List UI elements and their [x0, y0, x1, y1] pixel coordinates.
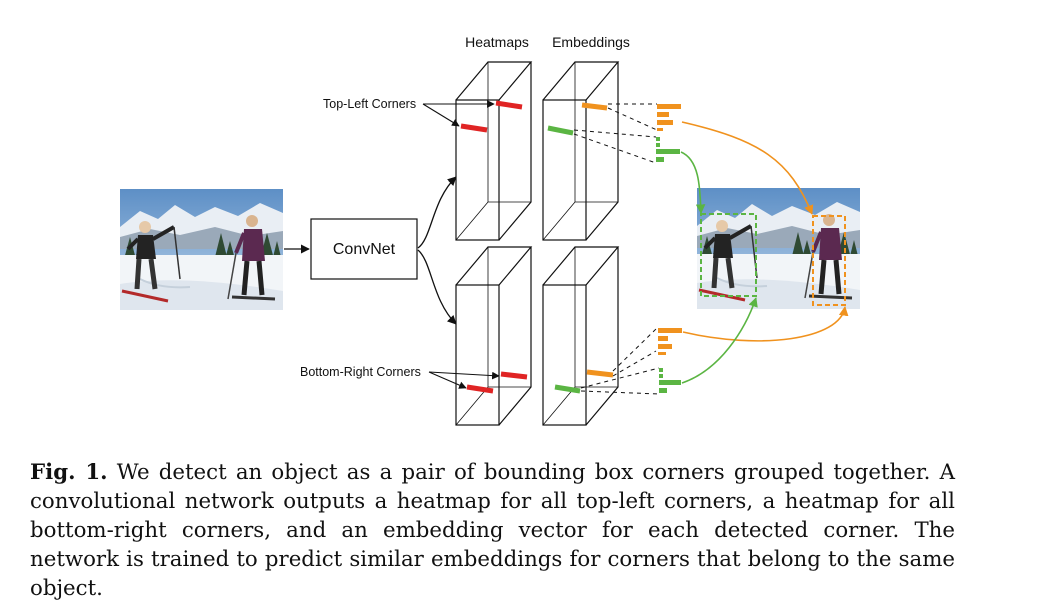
convnet-label: ConvNet: [333, 241, 396, 258]
bottom-embedding-green-mark: [554, 384, 581, 394]
embeddings-label: Embeddings: [552, 34, 630, 50]
green-top-curve: [680, 151, 706, 214]
figure-diagram: Heatmaps Embeddings ConvNet: [0, 34, 1045, 426]
orange-top-curve: [681, 121, 814, 215]
bottom-right-corners-label: Bottom-Right Corners: [300, 365, 421, 379]
figure-caption: Fig. 1. We detect an object as a pair of…: [30, 458, 955, 603]
bottom-right-pointer-2: [428, 371, 467, 389]
top-left-corner-mark-1: [495, 100, 523, 110]
bottom-right-corner-mark-2: [466, 384, 494, 394]
bottom-green-embedding-vector: [659, 368, 681, 393]
caption-text: We detect an object as a pair of boundin…: [30, 460, 956, 601]
bottom-orange-embedding-vector: [658, 328, 682, 355]
projection-lines: [573, 103, 660, 395]
top-orange-embedding-vector: [657, 104, 681, 131]
bottom-heatmap-box: [455, 246, 533, 426]
output-image: [697, 188, 860, 309]
top-embedding-orange-mark: [581, 102, 608, 111]
bottom-embedding-orange-mark: [586, 369, 614, 378]
input-image: [120, 189, 283, 310]
top-left-pointer-2: [422, 103, 460, 127]
bottom-right-pointer-1: [428, 371, 500, 380]
top-green-embedding-vector: [656, 137, 680, 162]
top-left-corner-mark-2: [460, 123, 488, 133]
top-embedding-green-mark: [547, 125, 574, 136]
bottom-right-corner-mark-1: [500, 371, 528, 380]
orange-detection-box: [812, 215, 846, 306]
top-heatmap-box: [455, 61, 533, 241]
top-embedding-box: [542, 61, 620, 241]
branch-arrow-top: [417, 176, 457, 249]
caption-label: Fig. 1.: [30, 460, 108, 485]
top-left-corners-label: Top-Left Corners: [323, 97, 416, 111]
bottom-embedding-box: [542, 246, 620, 426]
green-bottom-curve: [681, 297, 758, 384]
branch-arrow-bottom: [417, 249, 457, 325]
convnet-box: [310, 218, 418, 280]
heatmaps-label: Heatmaps: [465, 34, 529, 50]
orange-bottom-curve: [682, 306, 849, 342]
green-detection-box: [700, 213, 757, 297]
